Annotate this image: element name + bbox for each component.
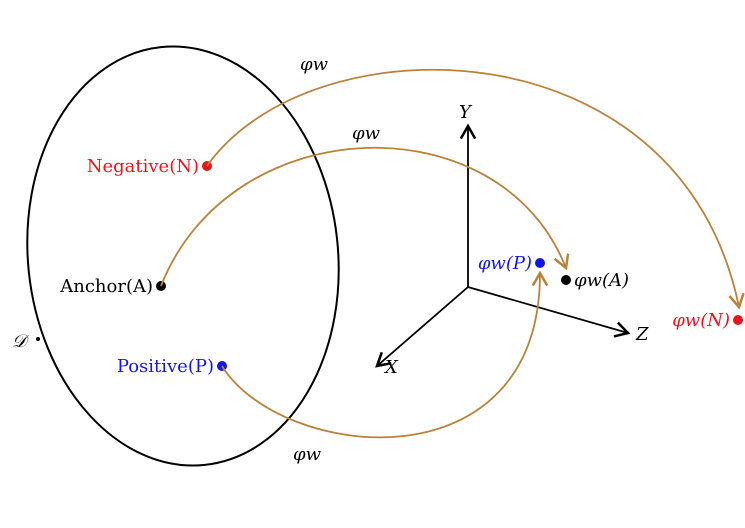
embedded-anchor-point [561, 275, 571, 285]
embedded-negative-point [733, 315, 743, 325]
x-axis [375, 286, 469, 368]
z-axis [467, 286, 631, 338]
negative-label: Negative(N) [87, 156, 199, 177]
negative-mapping-arrow [206, 69, 745, 310]
embedded-negative-label: φw(N) [672, 310, 730, 331]
mapping-label-bottom: φw [293, 444, 322, 465]
domain-label: 𝒟 [12, 331, 30, 352]
mapping-label-middle: φw [352, 123, 381, 144]
anchor-mapping-arrow [160, 147, 570, 287]
anchor-label: Anchor(A) [59, 276, 153, 297]
input-space-ellipse [26, 45, 340, 467]
positive-label: Positive(P) [117, 356, 214, 377]
embedded-positive-label: φw(P) [478, 253, 532, 274]
positive-mapping-arrow [221, 270, 549, 439]
mapping-label-top: φw [300, 54, 329, 75]
embedded-anchor-label: φw(A) [574, 270, 629, 291]
embedded-positive-point [535, 258, 545, 268]
x-axis-label: X [383, 357, 399, 378]
y-axis-label: Y [459, 102, 473, 123]
z-axis-label: Z [635, 324, 649, 345]
domain-marker-dot [36, 337, 40, 341]
